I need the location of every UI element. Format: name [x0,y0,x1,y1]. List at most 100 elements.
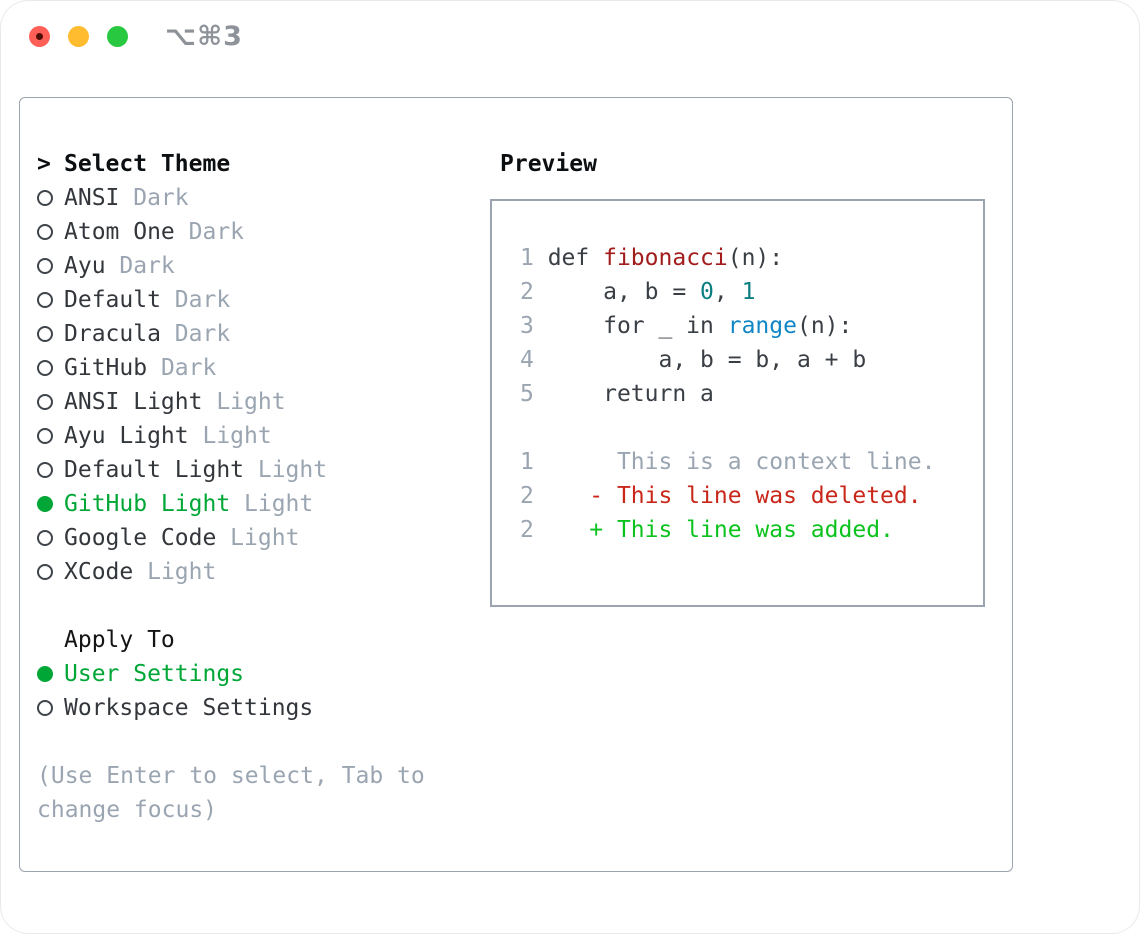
radio-unselected-icon [37,462,64,478]
window-title: ⌥⌘3 [165,21,243,52]
theme-option-dracula[interactable]: Dracula Dark [37,317,425,351]
theme-option-ansi-light[interactable]: ANSI Light Light [37,385,425,419]
keyboard-hint: (Use Enter to select, Tab to change focus… [37,759,425,827]
close-button[interactable] [29,26,50,47]
apply-option-user-settings[interactable]: User Settings [37,657,425,691]
keyboard-hint-line: change focus) [37,797,218,823]
radio-unselected-icon [37,700,64,716]
code-token: range [727,313,797,339]
line-number: 1 [520,449,534,475]
code-token: def [533,245,604,271]
code-token: , [713,279,742,305]
theme-option-xcode[interactable]: XCode Light [37,555,425,589]
radio-unselected-icon [37,292,64,308]
theme-variant-label: Light [216,525,300,551]
diff-line-del: 2 - This line was deleted. [520,479,983,513]
line-number: 3 [520,313,534,339]
theme-option-google-code-label: Google Code [64,525,217,551]
line-number: 1 [520,245,534,271]
blank-line [520,411,983,445]
minimize-button[interactable] [68,26,89,47]
theme-variant-label: Light [188,423,272,449]
code-token: for _ in [533,313,728,339]
select-theme-header-row: > Select Theme [37,147,425,181]
radio-selected-icon [37,496,64,512]
theme-option-ayu[interactable]: Ayu Dark [37,249,425,283]
theme-option-atom-one[interactable]: Atom One Dark [37,215,425,249]
radio-unselected-icon [37,530,64,546]
theme-variant-label: Light [230,491,314,517]
theme-option-default-label: Default [64,287,161,313]
theme-variant-label: Dark [160,321,231,347]
code-token: a, b = [533,279,701,305]
line-number: 4 [520,347,534,373]
theme-option-github[interactable]: GitHub Dark [37,351,425,385]
code-line: 1 def fibonacci(n): [520,241,983,275]
code-line: 3 for _ in range(n): [520,309,983,343]
theme-option-xcode-label: XCode [64,559,134,585]
theme-option-atom-one-label: Atom One [64,219,175,245]
title-bar: ⌥⌘3 [0,0,1140,75]
select-theme-header: Select Theme [64,151,231,177]
theme-option-github-light[interactable]: GitHub Light Light [37,487,425,521]
code-line: 4 a, b = b, a + b [520,343,983,377]
theme-variant-label: Dark [174,219,245,245]
diff-preview: 1 This is a context line.2 - This line w… [520,445,983,547]
theme-option-default-light[interactable]: Default Light Light [37,453,425,487]
section-gap [37,589,425,623]
theme-option-github-light-label: GitHub Light [64,491,231,517]
line-number: 2 [520,279,534,305]
apply-to-header: Apply To [64,627,175,653]
theme-option-ansi[interactable]: ANSI Dark [37,181,425,215]
line-number: 2 [520,517,534,543]
theme-variant-label: Dark [160,287,231,313]
theme-variant-label: Dark [147,355,217,381]
code-line: 5 return a [520,377,983,411]
line-number: 2 [520,483,534,509]
code-token: a, b = b, a + b [533,347,867,373]
theme-option-dracula-label: Dracula [64,321,161,347]
code-token: 1 [741,279,756,305]
radio-unselected-icon [37,360,64,376]
diff-line-ctx: 1 This is a context line. [520,445,983,479]
cursor-chevron-icon: > [37,151,51,177]
code-token: (n): [796,313,853,339]
radio-unselected-icon [37,428,64,444]
diff-text: This is a context line. [533,449,936,475]
radio-selected-icon [37,666,64,682]
code-token: 0 [700,279,714,305]
code-token: fibonacci [603,245,728,271]
radio-unselected-icon [37,190,64,206]
diff-line-add: 2 + This line was added. [520,513,983,547]
apply-option-workspace-settings-label: Workspace Settings [64,695,314,721]
apply-option-workspace-settings[interactable]: Workspace Settings [37,691,425,725]
theme-option-google-code[interactable]: Google Code Light [37,521,425,555]
line-number: 5 [520,381,534,407]
code-token: return a [533,381,714,407]
theme-option-ayu-light-label: Ayu Light [64,423,189,449]
apply-to-header-row: Apply To [37,623,425,657]
diff-text: + This line was added. [533,517,894,543]
diff-text: - This line was deleted. [533,483,922,509]
radio-unselected-icon [37,564,64,580]
keyboard-hint-line: (Use Enter to select, Tab to [37,763,425,789]
radio-unselected-icon [37,394,64,410]
radio-unselected-icon [37,258,64,274]
preview-header: Preview [500,151,597,177]
theme-variant-label: Light [133,559,217,585]
theme-variant-label: Dark [105,253,175,279]
theme-option-ayu-light[interactable]: Ayu Light Light [37,419,425,453]
theme-option-github-label: GitHub [64,355,148,381]
theme-option-default-light-label: Default Light [64,457,245,483]
radio-unselected-icon [37,224,64,240]
apply-option-user-settings-label: User Settings [64,661,245,687]
theme-variant-label: Light [202,389,286,415]
zoom-button[interactable] [107,26,128,47]
theme-option-ansi-label: ANSI [64,185,120,211]
theme-option-default[interactable]: Default Dark [37,283,425,317]
